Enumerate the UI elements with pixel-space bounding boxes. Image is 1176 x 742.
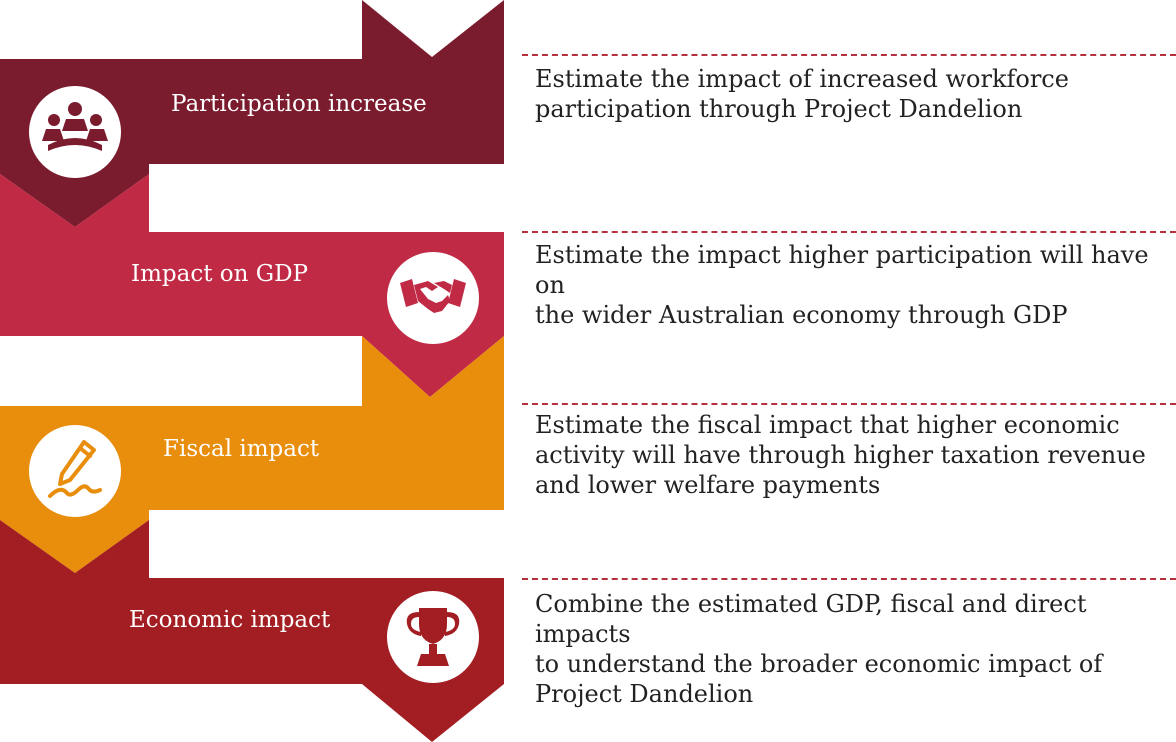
step-1-title: Participation increase (171, 91, 427, 117)
step-1-shape (0, 0, 504, 227)
step-4-shape (0, 520, 504, 742)
divider-1 (522, 54, 1176, 56)
step-2-title: Impact on GDP (131, 261, 309, 287)
step-2-description-line: the wider Australian economy through GDP (535, 301, 1068, 329)
step-3-description-line: Estimate the fiscal impact that higher e… (535, 411, 1120, 439)
step-1-description-line: Estimate the impact of increased workfor… (535, 65, 1069, 93)
step-2-shape (0, 174, 504, 397)
handshake-icon (400, 279, 466, 313)
step-3-description: Estimate the fiscal impact that higher e… (535, 410, 1171, 500)
step-4-description-line: Combine the estimated GDP, fiscal and di… (535, 590, 1087, 648)
divider-2 (522, 231, 1176, 233)
step-1-icon-badge (29, 86, 121, 178)
pen-signature-icon (48, 440, 102, 498)
step-3-description-line: and lower welfare payments (535, 471, 881, 499)
step-4-description-line: Project Dandelion (535, 680, 754, 708)
step-4-description-line: to understand the broader economic impac… (535, 650, 1103, 678)
step-3-icon-badge (29, 425, 121, 517)
step-4-icon-badge (387, 591, 479, 683)
step-4-title: Economic impact (129, 607, 331, 633)
step-3-title: Fiscal impact (163, 436, 320, 462)
people-group-icon (42, 102, 108, 151)
divider-3 (522, 403, 1176, 405)
step-2-description-line: Estimate the impact higher participation… (535, 241, 1149, 299)
step-2-icon-badge (387, 252, 479, 344)
step-2-description: Estimate the impact higher participation… (535, 240, 1171, 330)
step-4-description: Combine the estimated GDP, fiscal and di… (535, 589, 1171, 709)
divider-4 (522, 578, 1176, 580)
step-3-shape (0, 336, 504, 573)
step-3-description-line: activity will have through higher taxati… (535, 441, 1146, 469)
process-flow-diagram (0, 0, 504, 742)
step-1-description-line: participation through Project Dandelion (535, 95, 1023, 123)
trophy-icon (406, 608, 460, 666)
step-1-description: Estimate the impact of increased workfor… (535, 64, 1171, 124)
